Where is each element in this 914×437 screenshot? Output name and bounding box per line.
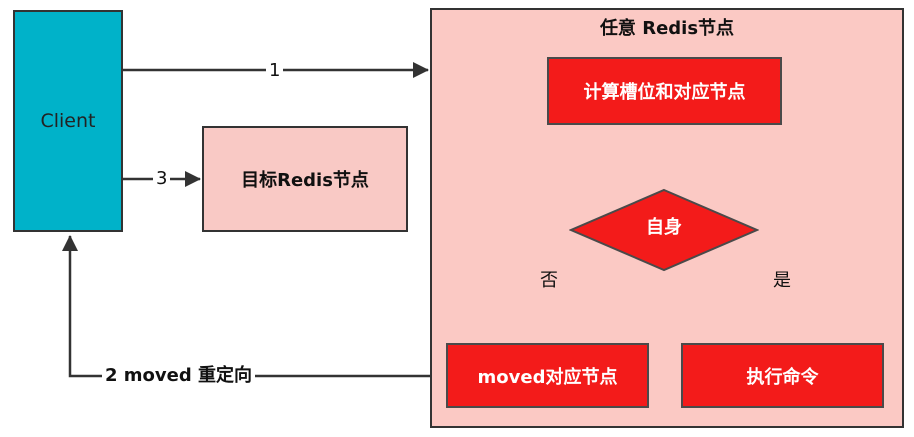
compute-step: 计算槽位和对应节点 [547,57,782,125]
edge-redirect [62,235,446,378]
edge-no-label: 否 [537,270,561,292]
self-check-label: 自身 [646,217,682,238]
moved-node-label: moved对应节点 [477,366,618,388]
target-node-label: 目标Redis节点 [241,170,369,191]
execute-label: 执行命令 [746,366,819,388]
edge-request-label: 1 [266,60,284,82]
target-node-box: 目标Redis节点 [202,126,408,232]
moved-node-step: moved对应节点 [446,343,649,408]
compute-label: 计算槽位和对应节点 [583,82,746,103]
edge-retry-label: 3 [153,168,171,190]
edge-yes-label: 是 [770,270,794,292]
client-box: Client [13,10,123,232]
edge-redirect-label: 2 moved 重定向 [102,365,256,387]
any-node-title: 任意 Redis节点 [599,18,735,39]
client-label: Client [40,110,96,132]
execute-step: 执行命令 [681,343,884,408]
self-check-diamond [569,188,759,272]
